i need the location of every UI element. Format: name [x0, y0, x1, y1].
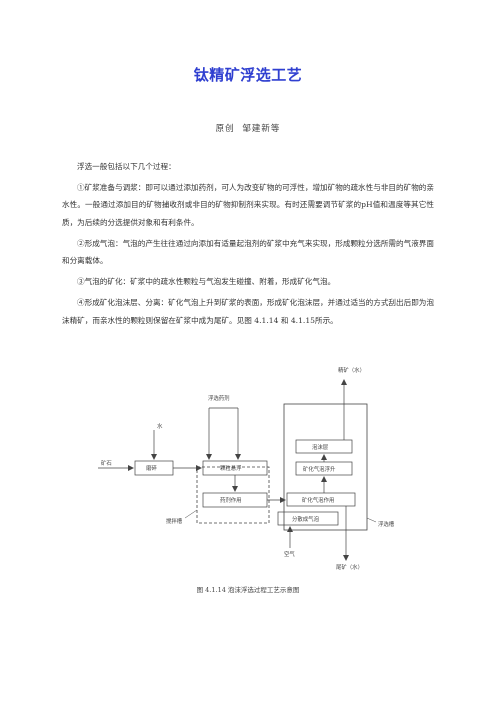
grinding-label: 磨碎: [146, 464, 157, 472]
paragraph-step-2: ②形成气泡：气泡的产生往往通过向添加有适量起泡剂的矿浆中充气来实现，形成颗粒分选…: [62, 238, 434, 266]
figure-caption: 图 4.1.14 泡沫浮选过程工艺示意图: [196, 586, 300, 594]
ore-label: 矿石: [101, 459, 112, 467]
bubble-rise-label: 矿化气泡浮升: [303, 465, 336, 473]
author-tag: 原创: [215, 124, 235, 134]
tailings-label: 尾矿（水）: [336, 563, 363, 571]
paragraph-step-3: ③气泡的矿化：矿浆中的疏水性颗粒与气泡发生碰撞、附着，形成矿化气泡。: [77, 277, 336, 287]
paragraph-step-4: ④形成矿化泡沫层、分离：矿化气泡上升到矿浆的表面，形成矿化泡沫层，并通过适当的方…: [62, 298, 434, 325]
flotation-cell-label: 浮选槽: [378, 520, 395, 528]
mixing-tank-leader: [184, 509, 198, 519]
disperse-bubbles-box: [277, 511, 339, 526]
author-name: 邹建新等: [242, 124, 281, 134]
foam-layer-label: 泡沫层: [312, 443, 329, 451]
bubble-mineralize-label: 矿化气泡作用: [302, 496, 334, 504]
disperse-bubbles-label: 分散成气泡: [292, 515, 320, 523]
mixing-tank-label: 搅拌槽: [166, 517, 183, 525]
page-title: 钛精矿浮选工艺: [193, 66, 303, 84]
foam-layer-box: [295, 439, 353, 454]
conditioning-label: 颗粒悬浮: [220, 464, 242, 472]
water-label: 水: [157, 422, 163, 430]
bubble-mineralize-box: [286, 492, 356, 507]
flotation-cell-leader: [366, 517, 377, 523]
air-label: 空气: [284, 550, 295, 558]
mixing-tank-box: [196, 466, 270, 524]
article-body: 浮选一般包括以下几个过程： ①矿浆准备与调浆：即可以通过添加药剂，可人为改变矿物…: [62, 158, 434, 333]
flotation-diagram-svg: 精矿（水） 浮选药剂 水 矿石 磨碎 颗粒悬浮 药剂作用 泡沫层 矿化气泡浮升 …: [98, 366, 395, 571]
flotation-process-diagram: 精矿（水） 浮选药剂 水 矿石 磨碎 颗粒悬浮 药剂作用 泡沫层 矿化气泡浮升 …: [80, 360, 420, 585]
reagent-label: 浮选药剂: [208, 394, 230, 402]
paragraph-step-1: ①矿浆准备与调浆：即可以通过添加药剂，可人为改变矿物的可浮性，增加矿物的疏水性与…: [62, 183, 434, 227]
flotation-cell-box: [283, 403, 368, 531]
reagent-action-label: 药剂作用: [220, 496, 242, 504]
concentrate-label: 精矿（水）: [338, 366, 365, 374]
author-byline: 原创 邹建新等: [0, 122, 496, 134]
paragraph-intro: 浮选一般包括以下几个过程：: [77, 162, 176, 171]
